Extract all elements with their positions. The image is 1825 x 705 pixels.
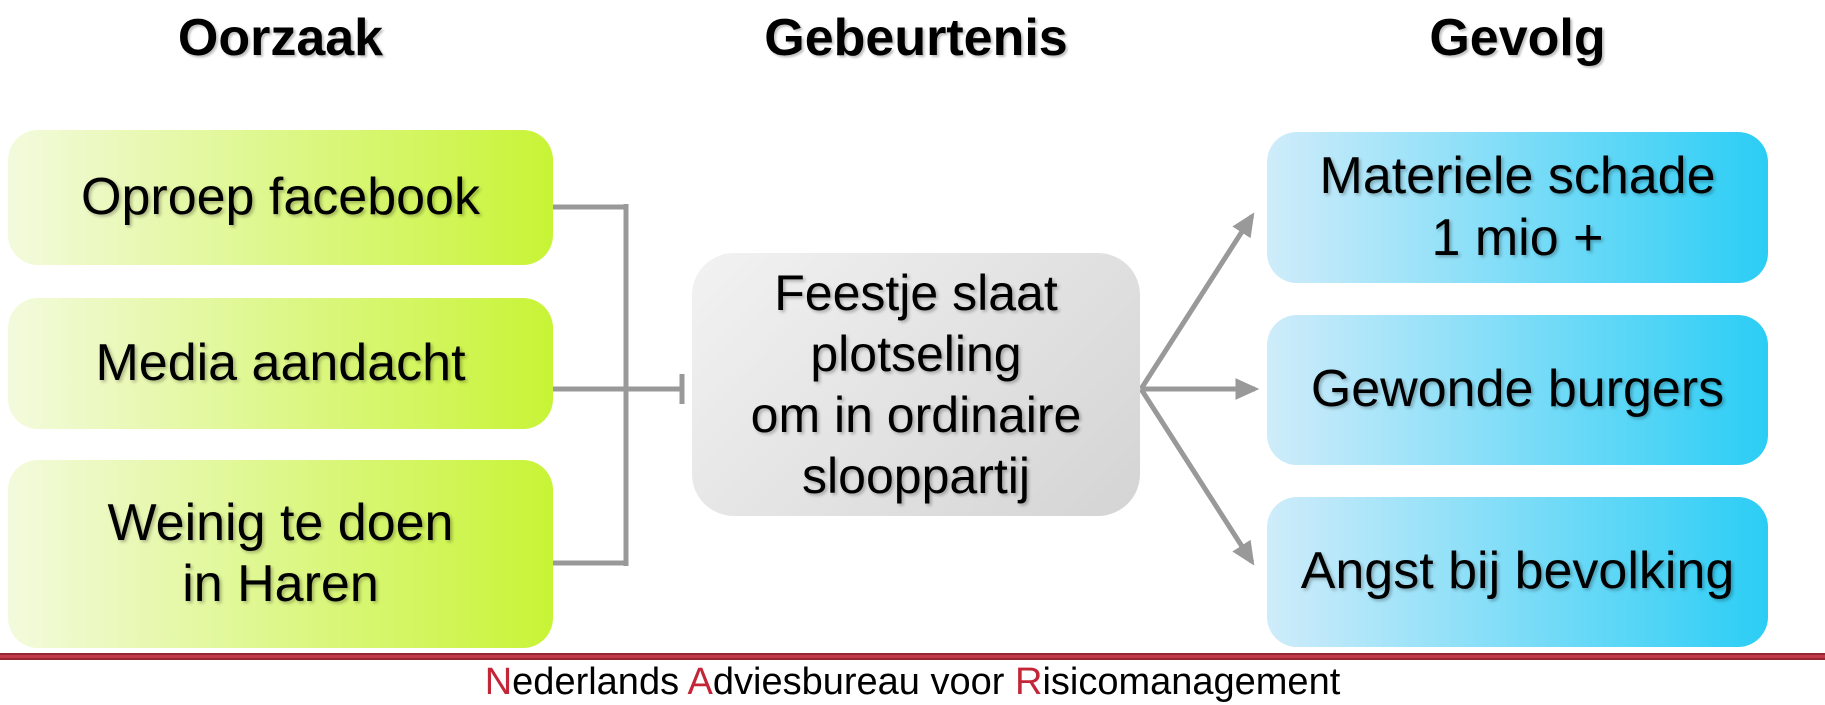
footer-brand: Nederlands Adviesbureau voor Risicomanag… bbox=[0, 661, 1825, 705]
event-box: Feestje slaat plotseling om in ordinaire… bbox=[692, 253, 1140, 516]
footer-text-run: isicomanagement bbox=[1042, 661, 1341, 703]
footer-text-run: ederlands bbox=[512, 661, 688, 703]
cause-box-media: Media aandacht bbox=[8, 298, 553, 429]
cause-box-facebook: Oproep facebook bbox=[8, 130, 553, 265]
consequence-box-fear: Angst bij bevolking bbox=[1267, 497, 1768, 647]
column-header-cause: Oorzaak bbox=[177, 9, 384, 67]
footer-divider bbox=[0, 653, 1825, 660]
arrow-to-consequence-1 bbox=[1138, 212, 1255, 391]
consequence-box-injured: Gewonde burgers bbox=[1267, 315, 1768, 465]
column-header-event: Gebeurtenis bbox=[764, 9, 1068, 67]
cause-box-boredom: Weinig te doen in Haren bbox=[8, 460, 553, 648]
arrow-to-consequence-3 bbox=[1138, 387, 1255, 566]
footer-text-run: dviesbureau voor bbox=[712, 661, 1015, 703]
consequence-box-damage: Materiele schade 1 mio + bbox=[1267, 132, 1768, 283]
footer-red-initial: N bbox=[484, 661, 513, 703]
footer-red-initial: R bbox=[1014, 661, 1043, 703]
column-header-consequence: Gevolg bbox=[1429, 9, 1606, 67]
footer-red-initial: A bbox=[687, 661, 713, 703]
